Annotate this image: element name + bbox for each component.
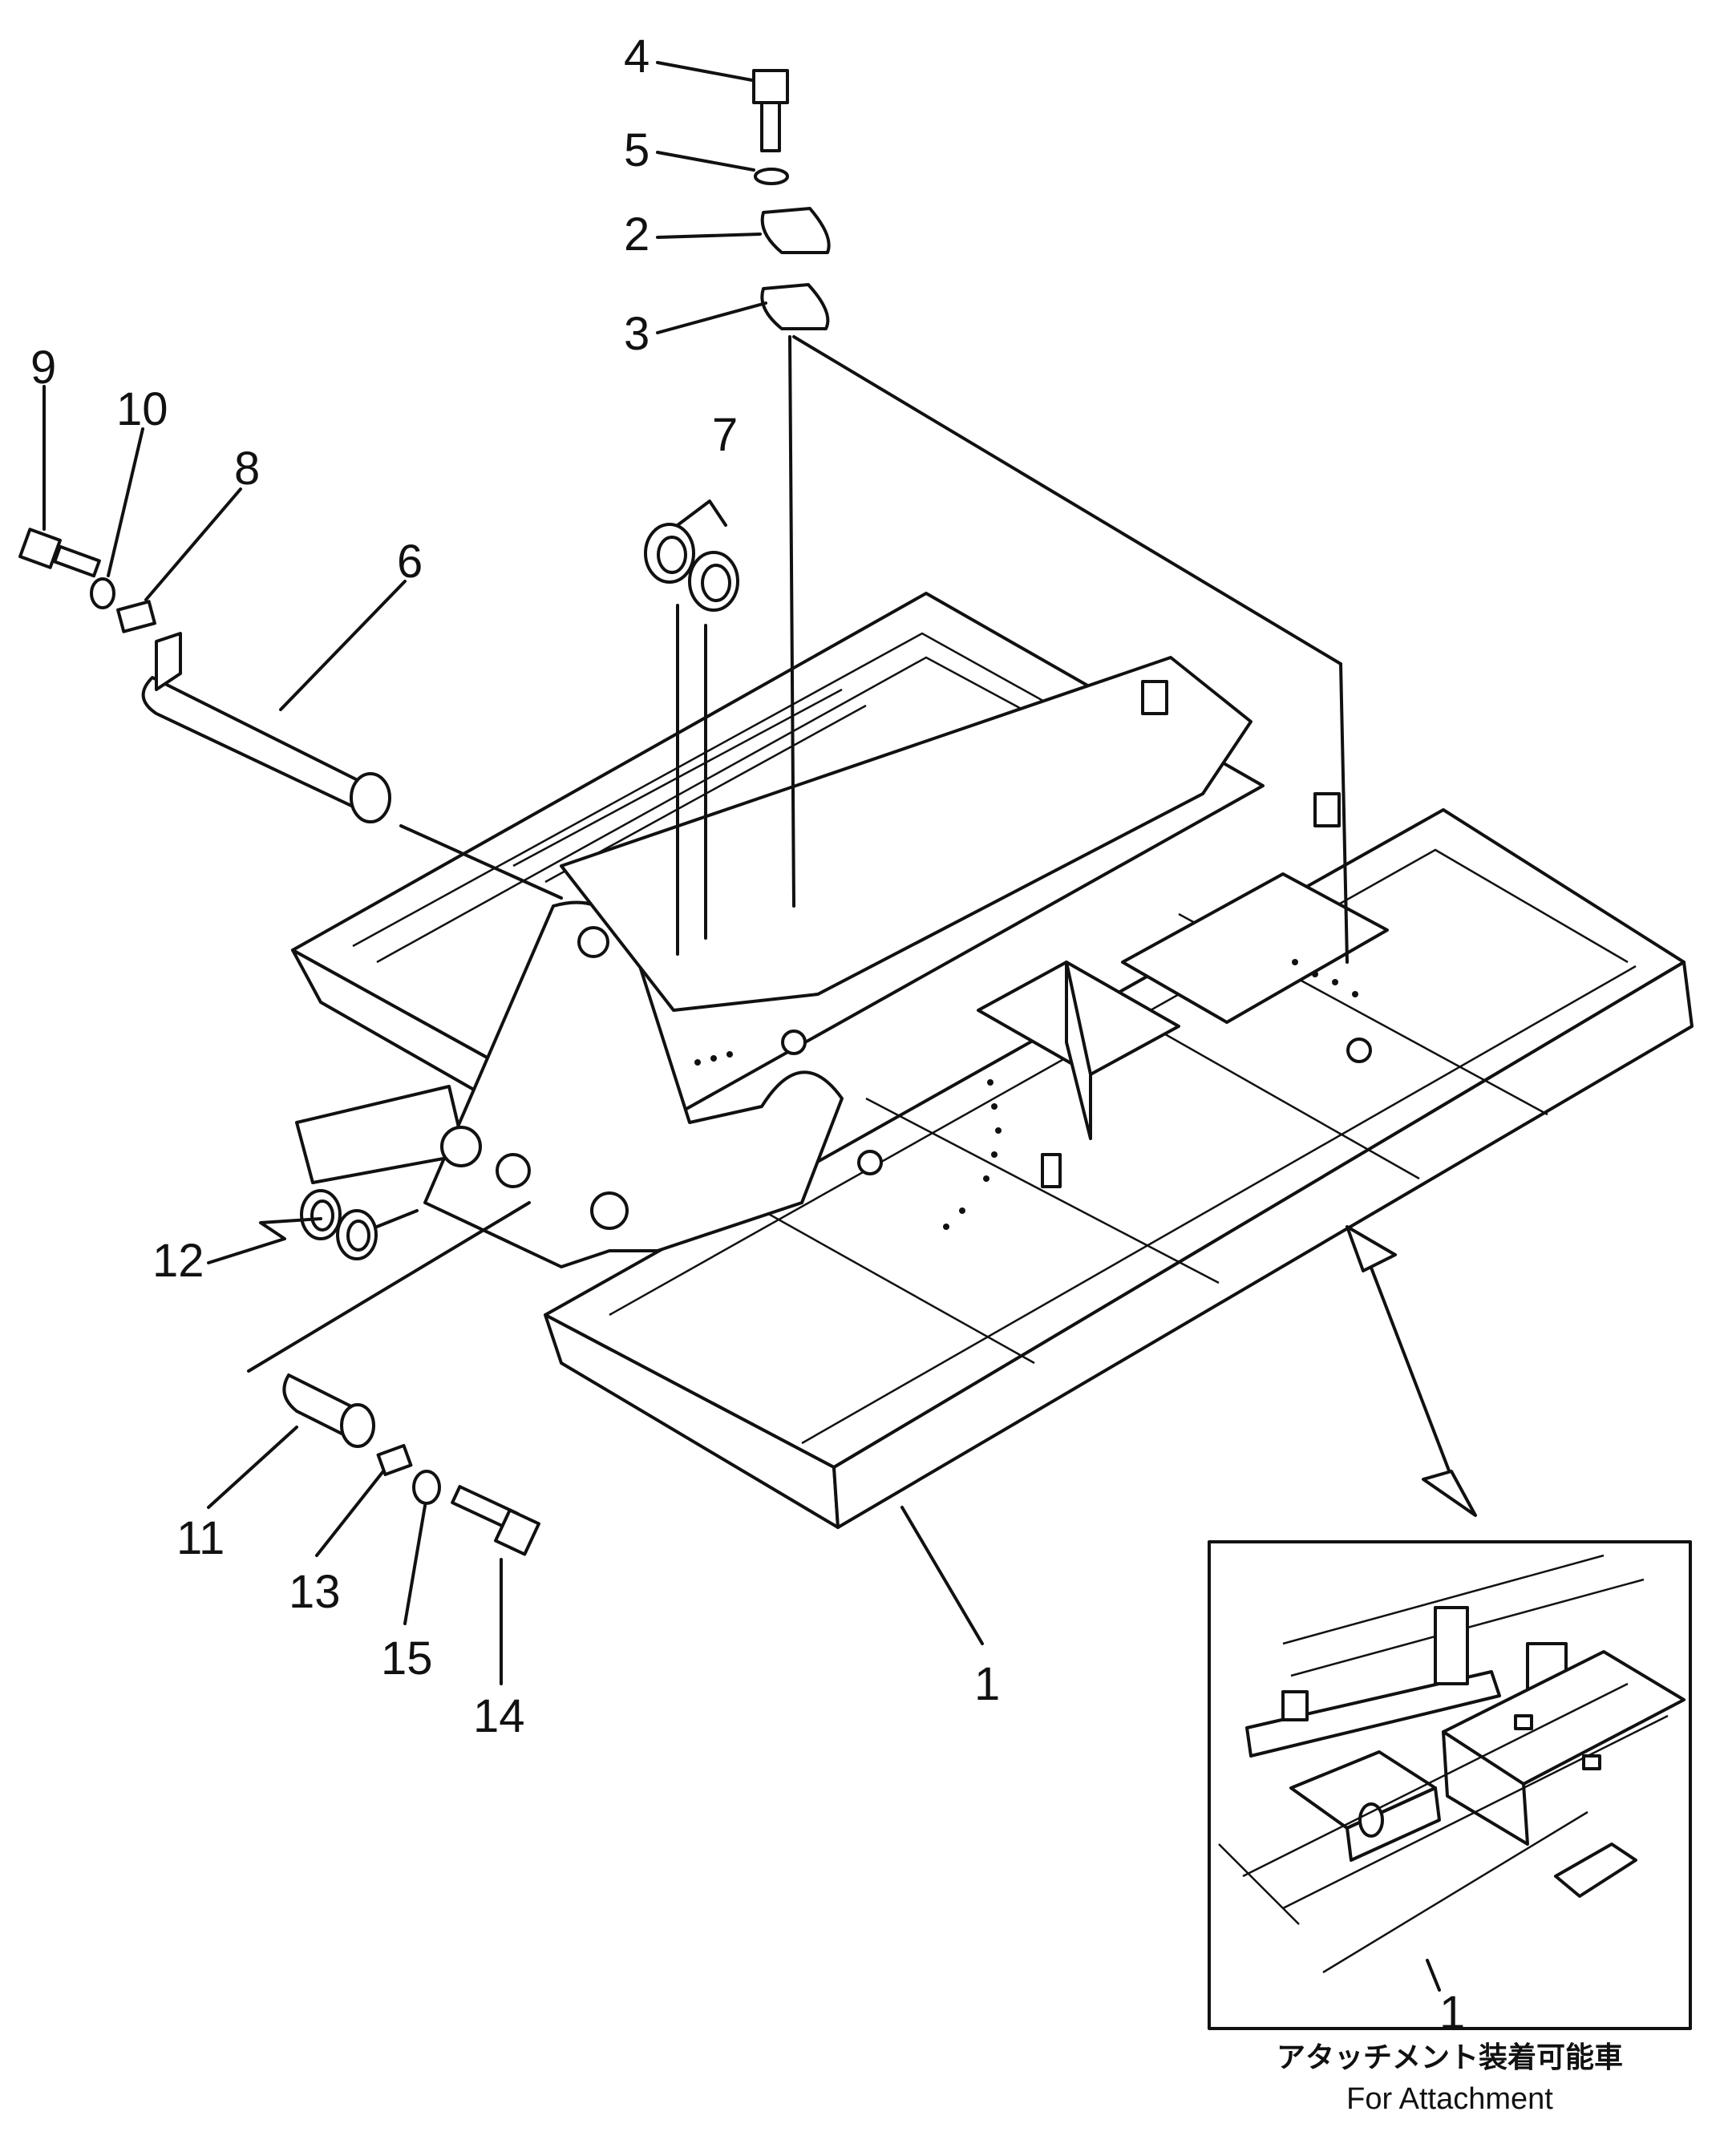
main-frame [291,592,1694,1529]
callout-4: 4 [624,30,650,83]
assembly-lines [247,335,1349,1373]
callout-11: 11 [176,1512,225,1564]
part-6-pin [141,632,391,823]
callout-7: 7 [712,409,738,461]
inset-arrow [1346,1225,1477,1517]
callout-3: 3 [624,308,650,360]
callout-labels: 4 5 2 3 9 10 8 7 6 12 11 13 15 14 1 [30,30,1000,1742]
callout-9: 9 [30,342,56,394]
attachment-inset: 1 アタッチメント装着可能車 For Attachment [1208,1540,1692,2116]
callout-13: 13 [289,1566,341,1618]
callout-10: 10 [116,383,168,435]
part-8-lock-plate [116,600,156,633]
inset-callout-1: 1 [1439,1987,1465,2039]
part-2-plate [760,207,831,254]
callout-12: 12 [152,1235,204,1287]
part-7-shims [644,523,739,612]
part-9-bolt [18,528,101,578]
part-11-pin [282,1373,375,1448]
leader-lines [42,61,984,1685]
part-12-shims [300,1189,378,1260]
part-10-washer [90,577,115,609]
part-3-gasket [760,283,830,330]
part-13-lock-plate [376,1443,413,1477]
callout-5: 5 [624,124,650,176]
callout-15: 15 [381,1632,433,1685]
part-5-washer [754,168,789,185]
callout-14: 14 [473,1690,525,1742]
callout-8: 8 [234,443,260,495]
callout-2: 2 [624,208,650,261]
callout-6: 6 [397,536,423,588]
inset-caption-jp: アタッチメント装着可能車 [1277,2041,1623,2074]
inset-caption-en: For Attachment [1346,2082,1553,2116]
part-15-washer [412,1470,441,1505]
inset-frame [1208,1540,1692,2030]
part-14-bolt [451,1485,541,1556]
callout-1: 1 [974,1658,1000,1710]
part-4-bolt [752,69,789,152]
